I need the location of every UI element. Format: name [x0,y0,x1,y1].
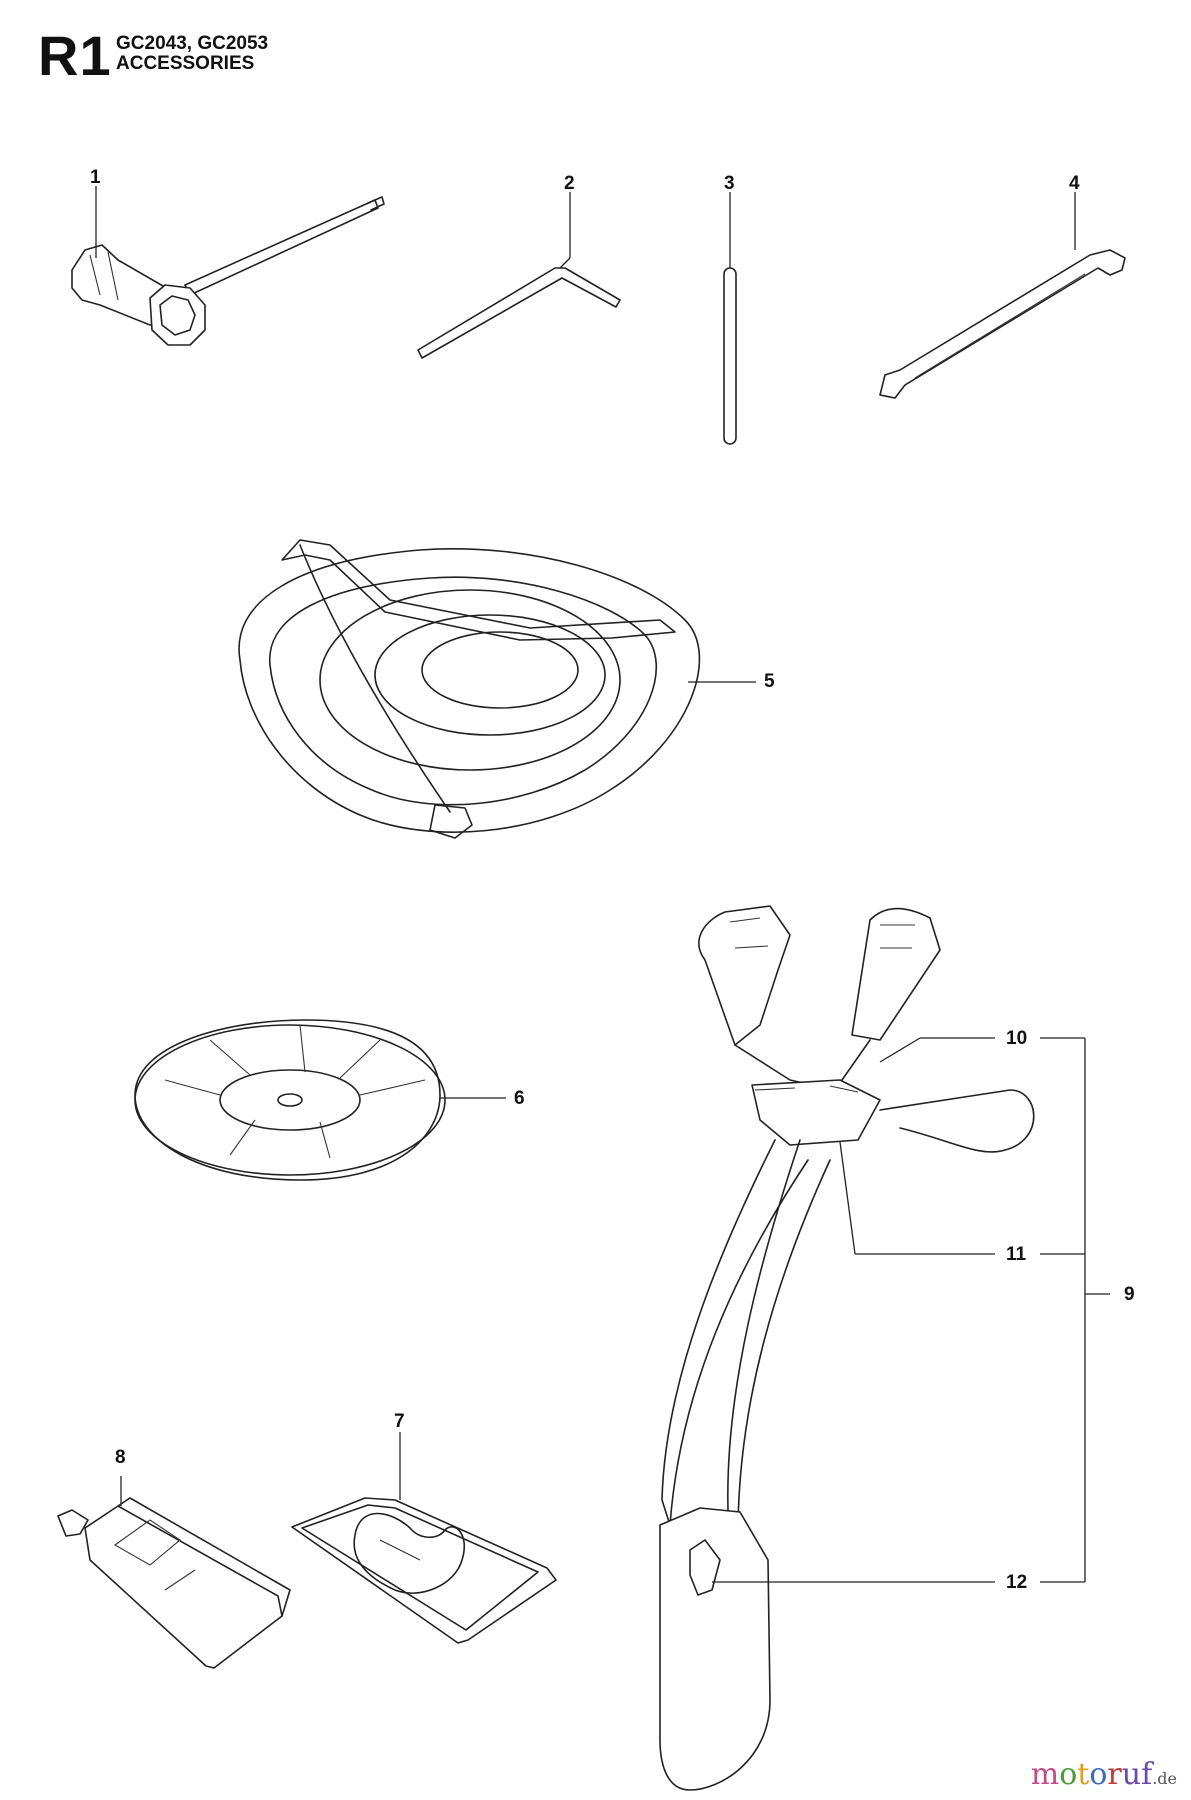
part-5-trimmer-guard [238,539,756,839]
watermark-letter: t [1077,1757,1090,1792]
watermark-letter: o [1059,1757,1078,1792]
model-numbers: GC2043, GC2053 [116,33,269,54]
callout-4: 4 [1069,173,1080,194]
watermark-letter: o [1089,1757,1108,1792]
watermark-letter: m [1030,1757,1060,1792]
part-1-spark-plug-wrench [71,186,385,346]
part-8-grease-tube [57,1476,291,1669]
callout-10: 10 [1006,1028,1028,1049]
section-title: ACCESSORIES [116,53,255,74]
watermark-logo: motoruf.de [1031,1760,1177,1790]
watermark-letter: r [1107,1757,1122,1792]
callout-6: 6 [514,1088,525,1109]
callout-12: 12 [1006,1572,1028,1593]
callout-9: 9 [1124,1284,1135,1305]
callout-3: 3 [724,173,735,194]
part-7-harness-bag [291,1432,557,1644]
callout-2: 2 [564,173,575,194]
part-9-harness-assembly [659,905,1110,1791]
watermark-tld: .de [1152,1769,1177,1788]
watermark-letter: uf [1121,1757,1153,1792]
part-2-hex-key [417,192,621,359]
callout-11: 11 [1006,1244,1027,1265]
callout-8: 8 [115,1447,126,1468]
part-4-combination-wrench [879,192,1126,399]
callout-7: 7 [394,1411,405,1432]
callout-1: 1 [90,167,101,188]
callout-5: 5 [764,671,775,692]
part-6-spool-cover [134,1019,506,1181]
part-3-pin [723,192,737,445]
section-code: R1 [38,24,112,87]
